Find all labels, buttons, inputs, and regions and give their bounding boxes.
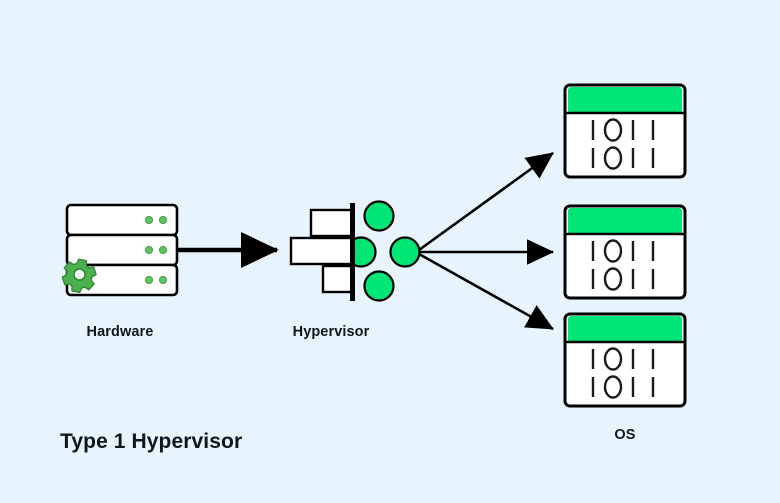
diagram-title: Type 1 Hypervisor	[60, 430, 243, 453]
hypervisor-label: Hypervisor	[292, 324, 370, 340]
os-window-3-titlebar	[568, 316, 682, 342]
hypervisor-rect-bottom	[321, 264, 355, 294]
server-led-3a	[144, 275, 153, 284]
hardware-label: Hardware	[86, 324, 154, 340]
server-stack-icon	[65, 203, 179, 297]
server-led-2b	[158, 245, 167, 254]
os-window-3-bits	[591, 347, 655, 399]
gear-hub	[73, 268, 86, 281]
hypervisor-rect-top	[309, 208, 355, 238]
hypervisor-layer-icon	[289, 200, 395, 302]
server-led-3b	[158, 275, 167, 284]
gear-icon	[61, 258, 97, 294]
hypervisor-circle-top	[363, 200, 395, 232]
os-window-1-bits	[591, 118, 655, 170]
server-led-1b	[158, 215, 167, 224]
hypervisor-to-os-3-arrow	[418, 252, 554, 331]
os-window-1-titlebar	[568, 87, 682, 113]
hypervisor-circle-bottom	[363, 270, 395, 302]
os-window-1	[563, 83, 687, 179]
os-window-2-titlebar	[568, 208, 682, 234]
hypervisor-rect-middle	[289, 236, 355, 266]
hypervisor-to-os-1-arrow	[418, 151, 554, 252]
fan-out-junction	[389, 236, 421, 268]
os-window-2-bits	[591, 239, 655, 291]
os-window-3	[563, 312, 687, 408]
server-led-2a	[144, 245, 153, 254]
os-label: OS	[614, 427, 636, 443]
os-window-2	[563, 204, 687, 300]
server-led-1a	[144, 215, 153, 224]
